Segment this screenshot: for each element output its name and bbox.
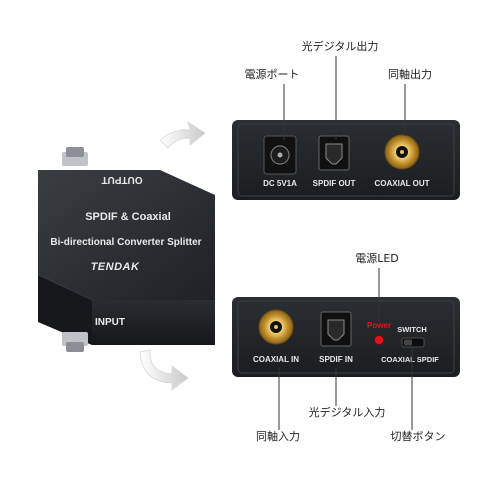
main-rear-jack: [62, 147, 88, 166]
callout-power-led: 電源LED: [355, 251, 399, 265]
main-input-label: INPUT: [95, 317, 125, 328]
port-label-dc: DC 5V1A: [263, 179, 297, 188]
switch-text: SWITCH: [397, 325, 427, 334]
main-title-line1: SPDIF & Coaxial: [85, 211, 171, 223]
callout-coaxial-in: 同軸入力: [256, 429, 300, 443]
main-output-label: OUTPUT: [101, 174, 142, 185]
main-front-jack: [62, 332, 88, 352]
arrow-to-output: [159, 121, 206, 149]
main-device: OUTPUT SPDIF & Coaxial Bi-directional Co…: [38, 147, 215, 352]
optical-out-port: [318, 135, 350, 171]
port-label-coaxial-in: COAXIAL IN: [253, 355, 299, 364]
main-device-front: [92, 300, 215, 345]
callout-coaxial-out: 同軸出力: [388, 67, 432, 81]
brand-logo: TENDAK: [91, 261, 140, 273]
input-callouts: 電源LED 同軸入力 光デジタル入力 切替ボタン: [256, 251, 446, 443]
coaxial-in-port: [258, 309, 294, 345]
callout-optical-out: 光デジタル出力: [302, 39, 379, 53]
input-panel: Power SWITCH COAXIAL IN SPDIF IN COAXIAL…: [232, 297, 460, 377]
main-device-top: [38, 170, 215, 300]
power-led: [374, 335, 384, 345]
output-panel: DC 5V1A SPDIF OUT COAXIAL OUT: [232, 120, 460, 200]
switch-sub-label: COAXIAL SPDIF: [381, 355, 439, 364]
switch-button[interactable]: [401, 337, 425, 348]
callout-optical-in: 光デジタル入力: [309, 405, 386, 419]
port-label-spdif-in: SPDIF IN: [319, 355, 353, 364]
power-text: Power: [367, 321, 391, 330]
callout-switch-button: 切替ボタン: [391, 429, 446, 443]
port-label-coaxial-out: COAXIAL OUT: [375, 179, 430, 188]
main-title-line2: Bi-directional Converter Splitter: [50, 237, 201, 248]
callout-power-port: 電源ポート: [245, 67, 300, 81]
output-callouts: 電源ポート 光デジタル出力 同軸出力: [245, 39, 432, 140]
coaxial-out-port: [384, 134, 420, 170]
port-label-spdif-out: SPDIF OUT: [313, 179, 356, 188]
main-device-side: [38, 275, 92, 345]
dc-power-jack: [263, 135, 297, 175]
arrow-to-input: [139, 349, 189, 391]
optical-in-port: [320, 311, 352, 347]
